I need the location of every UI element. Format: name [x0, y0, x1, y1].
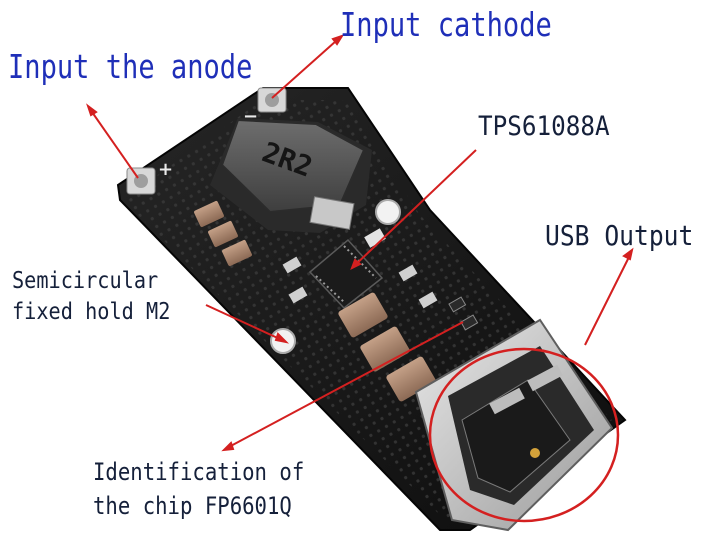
capacitor-group-left: [194, 201, 252, 266]
arrow-hole: [205, 304, 283, 341]
label-chip-id-line1: Identification of: [93, 458, 305, 486]
arrow-chip-head: [221, 441, 235, 452]
usb-highlight-circle: [428, 347, 620, 523]
callout-arrows: [86, 34, 634, 452]
arrow-cathode-head: [331, 34, 345, 46]
capacitor-group-center: [338, 292, 436, 402]
mount-hole-right: [375, 199, 401, 225]
arrow-usb-head: [622, 247, 634, 261]
label-chip-id-line2: the chip FP6601Q: [93, 492, 292, 520]
arrow-chip: [226, 321, 464, 449]
label-input-anode: Input the anode: [8, 47, 253, 86]
label-usb-output: USB Output: [545, 219, 694, 252]
anode-pad: [126, 167, 156, 195]
label-chip-tps: TPS61088A: [478, 111, 610, 142]
inductor: 2R2: [210, 118, 372, 233]
usb-port: [414, 318, 614, 532]
arrow-hole-head: [274, 332, 290, 344]
arrow-anode: [91, 111, 139, 179]
cathode-pad: [257, 87, 287, 113]
label-hole-line1: Semicircular: [12, 268, 159, 294]
label-hole-line2: fixed hold M2: [12, 299, 171, 325]
arrow-tps: [351, 149, 477, 269]
arrow-anode-head: [86, 103, 98, 117]
smd-parts: [282, 228, 479, 331]
plus-mark: +: [158, 159, 173, 180]
label-input-cathode: Input cathode: [340, 5, 552, 44]
arrow-usb: [584, 254, 631, 346]
arrow-tps-head: [350, 258, 362, 271]
arrow-cathode: [271, 40, 337, 99]
tps-chip: [308, 238, 384, 310]
